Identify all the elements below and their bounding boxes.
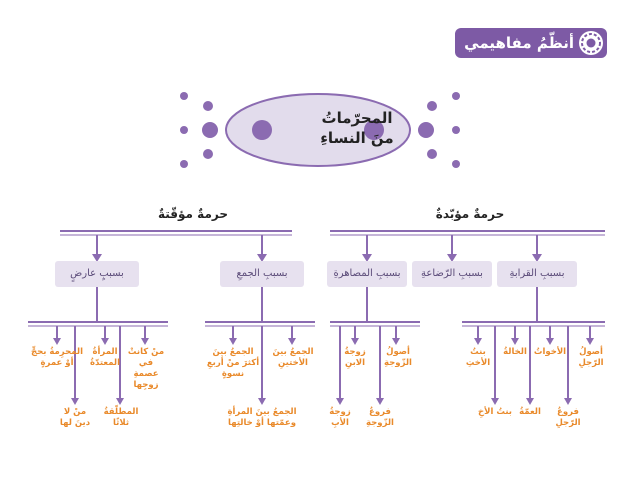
- decor-dot: [203, 149, 213, 159]
- leaf-kinship-sisters: الأخواتُ: [533, 347, 567, 357]
- decor-dot: [452, 126, 460, 134]
- center-ellipse: [225, 93, 411, 167]
- decor-dot: [452, 92, 460, 100]
- decor-dot: [364, 120, 384, 140]
- center-title-line2: منَ النساءِ: [320, 129, 394, 147]
- leaf-marriage-son-wife: زوجةُ الابنِ: [344, 347, 366, 368]
- center-title: المحرّماتُ منَ النساءِ: [292, 108, 422, 148]
- leaf-incidental-pilgrim: المحرِمةُ بحجٍّ أوْ عمرةٍ: [30, 347, 84, 368]
- cause-marriage: بسببِ المصاهرةِ: [327, 261, 407, 287]
- decor-dot: [180, 92, 188, 100]
- leaf-incidental-waiting: المرأةُ المعتدّةُ: [90, 347, 120, 368]
- leaf-marriage-wife-ancestors: أصولُ الزّوجةِ: [384, 347, 412, 368]
- center-title-line1: المحرّماتُ: [321, 109, 393, 127]
- cause-combining: بسببِ الجمعِ: [220, 261, 304, 287]
- decor-dot: [180, 160, 188, 168]
- cause-nursing: بسببِ الرّضاعةِ: [412, 261, 492, 287]
- leaf-combining-aunt: الجمعُ بينَ المرأةِ وعمّتها أوْ خالتِها: [227, 407, 297, 428]
- leaf-kinship-brother-daughter: بنتُ الأخِ: [478, 407, 512, 417]
- branch-temporary: حرمةٌ مؤقّتةٌ: [158, 207, 228, 221]
- cause-incidental: بسببٍ عارضٍ: [55, 261, 139, 287]
- leaf-kinship-ancestors: أصولُ الرّجلِ: [578, 347, 604, 368]
- flower-emblem-icon: [579, 31, 603, 55]
- leaf-marriage-father-wife: زوجةُ الأبِ: [329, 407, 351, 428]
- decor-dot: [427, 149, 437, 159]
- leaf-incidental-married: منْ كانتْ في عصمةِ زوجِها: [127, 347, 165, 390]
- decor-dot: [427, 101, 437, 111]
- leaf-combining-sisters: الجمعُ بينَ الأختينِ: [272, 347, 314, 368]
- leaf-incidental-no-religion: منْ لا دينَ لها: [59, 407, 91, 428]
- cause-kinship: بسببِ القرابةِ: [497, 261, 577, 287]
- leaf-combining-four: الجمعُ بينَ أكثرَ منْ أربعِ نسوةٍ: [206, 347, 260, 379]
- decor-dot: [452, 160, 460, 168]
- leaf-marriage-wife-descendants: فروعُ الزّوجةِ: [366, 407, 394, 428]
- leaf-kinship-maternal-aunt: الخالةُ: [503, 347, 527, 357]
- decor-dot: [203, 101, 213, 111]
- badge-title: أنظّمُ مفاهيمي: [464, 34, 574, 52]
- leaf-kinship-descendants: فروعُ الرّجلِ: [555, 407, 581, 428]
- decor-dot: [202, 122, 218, 138]
- decor-dot: [418, 122, 434, 138]
- leaf-kinship-sister-daughter: بنتُ الأختِ: [465, 347, 491, 368]
- decor-dot: [180, 126, 188, 134]
- leaf-kinship-paternal-aunt: العمّةُ: [519, 407, 541, 417]
- decor-dot: [252, 120, 272, 140]
- leaf-incidental-divorced: المطلّقةُ ثلاثًا: [103, 407, 139, 428]
- branch-permanent: حرمةٌ مؤبّدةٌ: [435, 207, 505, 221]
